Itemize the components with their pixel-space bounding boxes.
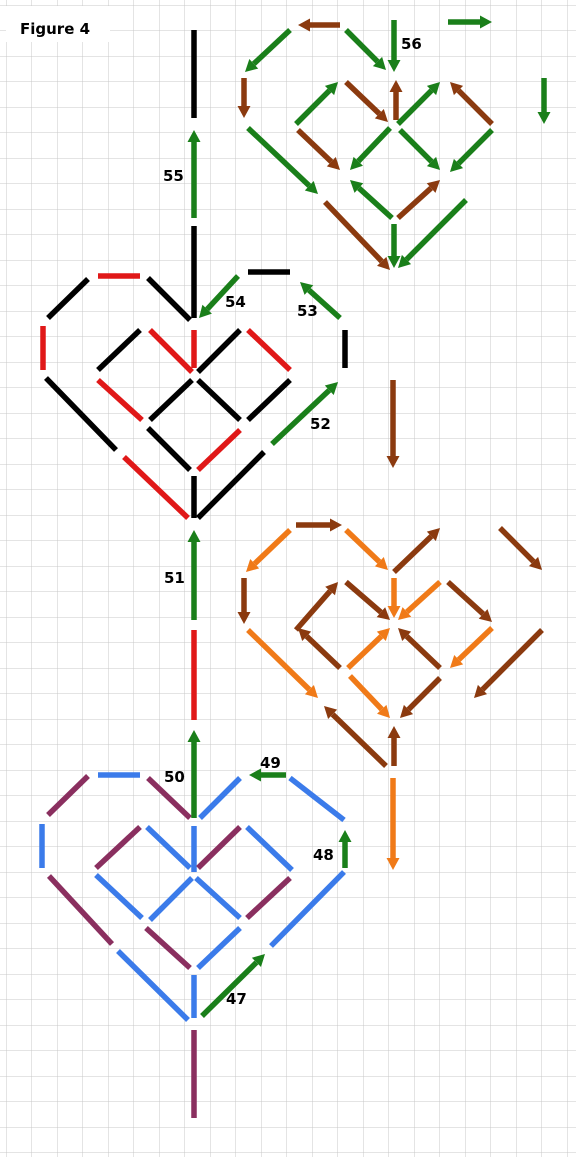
step-label-53: 53 — [297, 302, 318, 320]
step-label-48: 48 — [313, 846, 334, 864]
figure-title: Figure 4 — [20, 20, 90, 38]
step-label-54: 54 — [225, 293, 246, 311]
step-label-55: 55 — [163, 167, 184, 185]
step-label-47: 47 — [226, 990, 247, 1008]
step-label-52: 52 — [310, 415, 331, 433]
step-label-56: 56 — [401, 35, 422, 53]
step-label-49: 49 — [260, 754, 281, 772]
step-label-50: 50 — [164, 768, 185, 786]
step-label-51: 51 — [164, 569, 185, 587]
